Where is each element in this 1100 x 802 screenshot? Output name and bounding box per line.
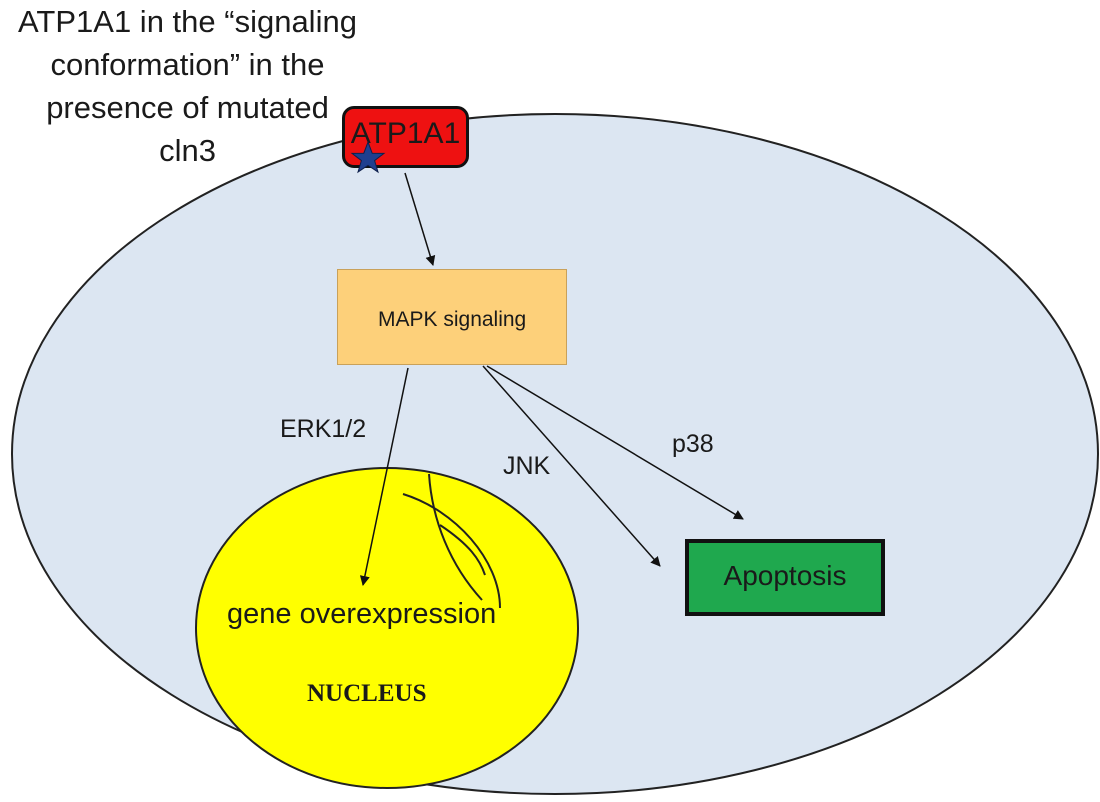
edge-erk [359, 367, 409, 586]
caption-line: cln3 [159, 133, 216, 168]
gene-overexpression-label: gene overexpression [227, 598, 497, 630]
edge-label-erk: ERK1/2 [280, 415, 367, 443]
star-icon [350, 140, 386, 174]
caption-line: conformation” in the [50, 47, 325, 82]
caption-text: ATP1A1 in the “signaling conformation” i… [0, 0, 375, 172]
edge-atp1a1-mapk [404, 172, 436, 266]
apoptosis-node: Apoptosis [685, 539, 885, 616]
edge-label-p38: p38 [672, 430, 714, 458]
edge-jnk [482, 365, 661, 567]
nucleus-label: NUCLEUS [307, 680, 427, 707]
caption-line: presence of mutated [46, 90, 329, 125]
edge-p38 [486, 365, 744, 520]
edge-label-jnk: JNK [503, 452, 551, 480]
caption-line: ATP1A1 in the “signaling [18, 4, 357, 39]
mapk-node: MAPK signaling [337, 269, 567, 365]
mapk-label: MAPK signaling [378, 308, 527, 331]
apoptosis-label: Apoptosis [723, 560, 847, 591]
dna-strands [402, 473, 501, 609]
